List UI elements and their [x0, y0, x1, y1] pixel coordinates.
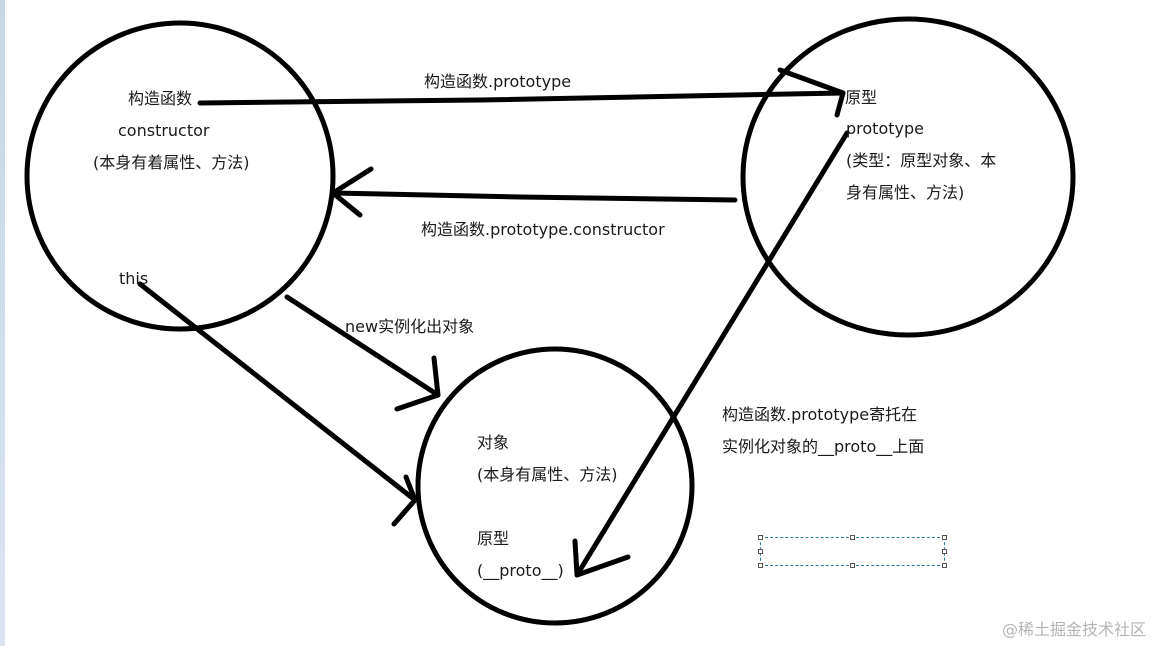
arrow-prototype-to-proto[interactable] — [572, 130, 850, 578]
object-circle[interactable] — [415, 346, 695, 626]
arrowhead-icon — [394, 355, 441, 412]
arrow-new-instance[interactable] — [284, 294, 441, 412]
resize-handle-w[interactable] — [758, 549, 763, 554]
prototype-description-line1: (类型：原型对象、本 — [846, 151, 997, 170]
window-edge-strip — [0, 0, 5, 646]
prototype-description-line2: 身有属性、方法) — [846, 183, 965, 202]
note-line2: 实例化对象的__proto__上面 — [722, 437, 925, 456]
resize-handle-se[interactable] — [942, 563, 947, 568]
watermark: @稀土掘金技术社区 — [1001, 620, 1146, 639]
prototype-title-en: prototype — [846, 119, 924, 138]
object-proto-title: 原型 — [477, 529, 510, 548]
resize-handle-n[interactable] — [850, 535, 855, 540]
constructor-title-cn: 构造函数 — [128, 89, 193, 108]
object-title: 对象 — [477, 433, 510, 452]
prototype-circle[interactable] — [740, 16, 1076, 338]
note-line1: 构造函数.prototype寄托在 — [722, 405, 918, 424]
arrowhead-icon — [777, 67, 846, 118]
resize-handle-ne[interactable] — [942, 535, 947, 540]
edge-label-constructor-prototype: 构造函数.prototype — [424, 72, 572, 91]
resize-handle-sw[interactable] — [758, 563, 763, 568]
edge-label-new-instance: new实例化出对象 — [345, 317, 475, 336]
constructor-description: (本身有着属性、方法) — [93, 153, 250, 172]
arrowhead-icon — [572, 538, 631, 578]
resize-handle-s[interactable] — [850, 563, 855, 568]
object-proto-label: (__proto__) — [477, 561, 564, 580]
constructor-title-en: constructor — [118, 121, 210, 140]
arrowhead-icon — [391, 474, 418, 527]
resize-handle-nw[interactable] — [758, 535, 763, 540]
constructor-circle[interactable] — [24, 20, 336, 332]
arrowhead-icon — [330, 166, 374, 218]
arrow-this-to-object[interactable] — [137, 281, 418, 527]
edge-label-prototype-constructor: 构造函数.prototype.constructor — [421, 220, 665, 239]
selected-text-box[interactable] — [758, 535, 947, 568]
arrow-constructor-to-prototype[interactable] — [197, 67, 846, 118]
object-description: (本身有属性、方法) — [477, 465, 618, 484]
this-label: this — [119, 269, 149, 288]
prototype-title-cn: 原型 — [845, 88, 878, 107]
arrow-prototype-to-constructor[interactable] — [330, 166, 738, 218]
resize-handle-e[interactable] — [942, 549, 947, 554]
